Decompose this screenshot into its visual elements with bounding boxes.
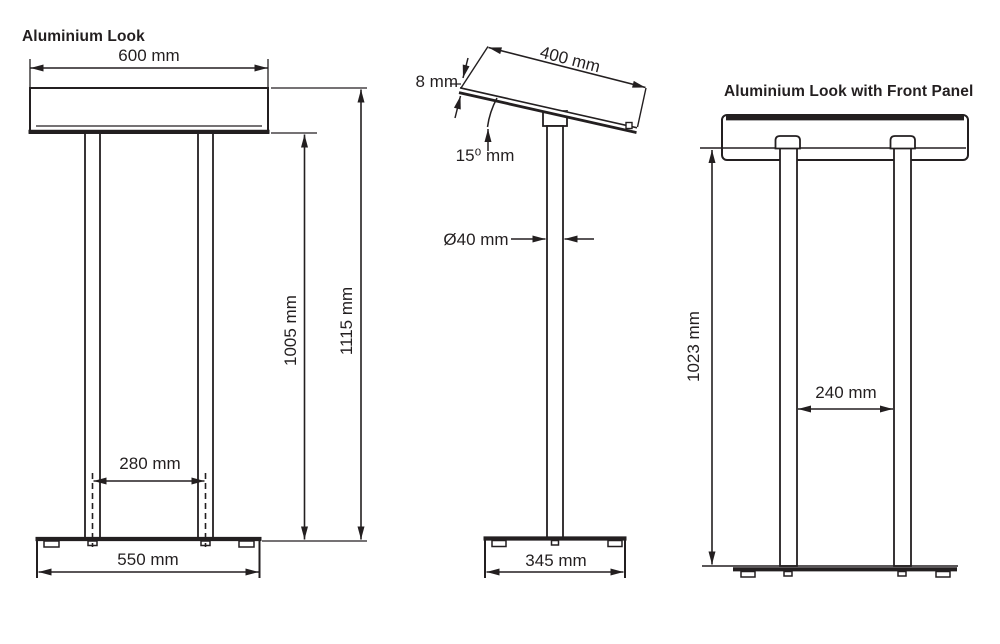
panel-right-pole-cap bbox=[889, 135, 916, 150]
ext-line bbox=[636, 87, 647, 128]
dim-label-1005mm: 1005 mm bbox=[281, 295, 300, 366]
dim-label-15deg: 15⁰ mm bbox=[455, 146, 515, 165]
side-pole bbox=[546, 125, 564, 539]
dim-label-1115mm: 1115 mm bbox=[337, 286, 356, 356]
front-view-drawing bbox=[28, 59, 367, 578]
panel-foot bbox=[897, 570, 907, 577]
dim-label-550mm: 550 mm bbox=[117, 550, 179, 569]
front-foot bbox=[43, 540, 60, 548]
dim-label-8mm: 8 mm bbox=[415, 72, 459, 91]
panel-foot bbox=[935, 570, 951, 578]
front-foot bbox=[238, 540, 255, 548]
ext-line bbox=[460, 46, 489, 89]
side-slab-bottom-line bbox=[458, 91, 637, 134]
panel-left-pole bbox=[779, 147, 798, 567]
side-foot bbox=[550, 539, 560, 546]
angle-arc-15deg bbox=[486, 97, 498, 128]
side-foot bbox=[491, 539, 507, 548]
panel-top-box bbox=[721, 114, 969, 161]
dim-arrow-8mm-top bbox=[462, 57, 470, 79]
front-view-title: Aluminium Look bbox=[22, 28, 145, 45]
side-foot bbox=[607, 539, 623, 548]
front-panel-view-drawing bbox=[700, 114, 969, 578]
dim-label-345mm: 345 mm bbox=[525, 551, 587, 570]
front-panel-view-title: Aluminium Look with Front Panel bbox=[724, 83, 974, 100]
dim-arrow-8mm-bottom bbox=[453, 95, 462, 119]
panel-foot bbox=[740, 570, 756, 578]
dim-line-400 bbox=[488, 46, 646, 89]
side-slab-end-stop bbox=[625, 121, 633, 130]
dim-label-d40mm: Ø40 mm bbox=[443, 230, 509, 249]
side-view-drawing bbox=[450, 46, 647, 578]
dim-label-240mm: 240 mm bbox=[815, 383, 877, 402]
panel-foot bbox=[783, 570, 793, 577]
panel-left-pole-cap bbox=[774, 135, 801, 150]
dim-label-600mm: 600 mm bbox=[118, 46, 180, 65]
dim-label-280mm: 280 mm bbox=[119, 454, 181, 473]
side-slab-top-line bbox=[459, 87, 638, 129]
dim-label-1023mm: 1023 mm bbox=[684, 311, 703, 382]
panel-right-pole bbox=[893, 147, 912, 567]
